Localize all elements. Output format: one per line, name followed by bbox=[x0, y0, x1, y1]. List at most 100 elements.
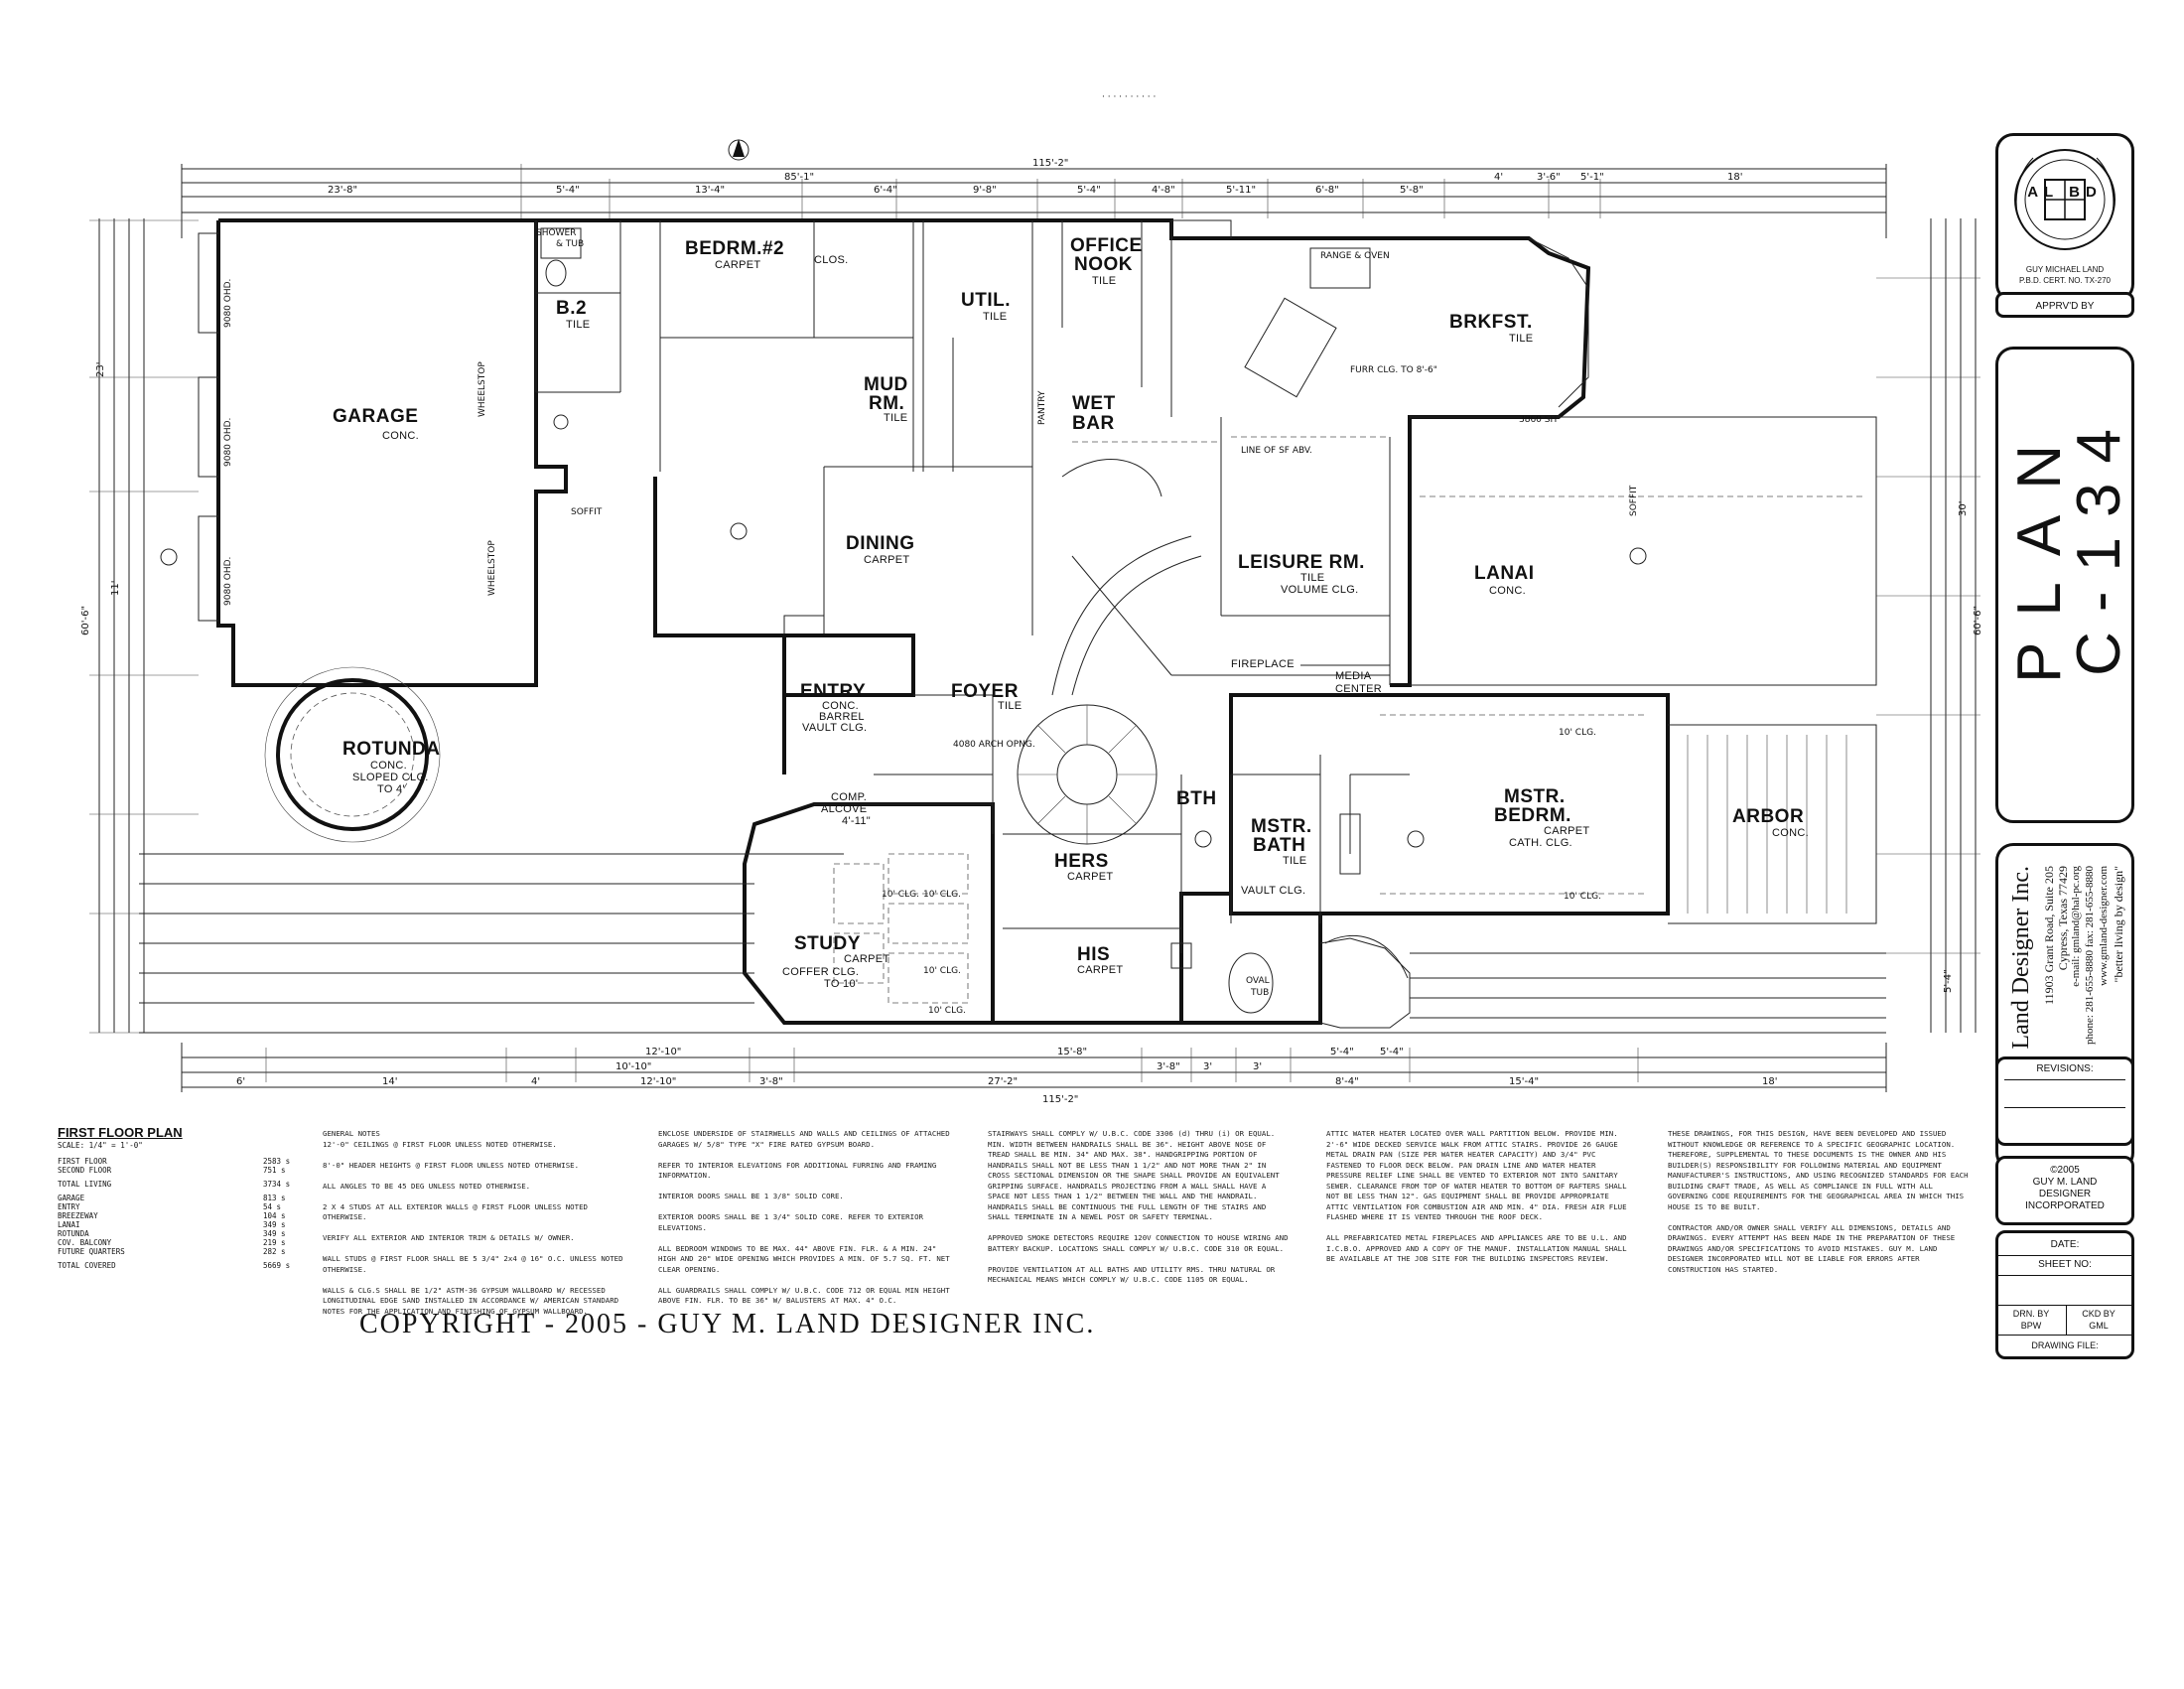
soffit-label: SOFFIT bbox=[1629, 485, 1639, 516]
logo-letters: AL BD bbox=[2027, 184, 2103, 201]
room-entry: ENTRY bbox=[800, 681, 866, 702]
room-study-sub2: COFFER CLG. bbox=[782, 966, 859, 978]
area-label: SECOND FLOOR bbox=[58, 1166, 112, 1175]
area-label: FUTURE QUARTERS bbox=[58, 1247, 125, 1256]
area-value: 219 s bbox=[263, 1238, 286, 1247]
section-marker-icon bbox=[553, 414, 569, 430]
area-value: 104 s bbox=[263, 1211, 286, 1220]
room-hers-sub: CARPET bbox=[1067, 871, 1113, 883]
room-mstr-bath-sub: TILE bbox=[1283, 855, 1306, 867]
area-label: COV. BALCONY bbox=[58, 1238, 112, 1247]
arch-opng-label: 4080 ARCH OPNG. bbox=[953, 740, 1035, 750]
copyright-short-3: DESIGNER bbox=[2038, 1189, 2092, 1199]
clg-label-2: 10' CLG. bbox=[1564, 892, 1601, 902]
dim-label: 5'-4" bbox=[1330, 1047, 1354, 1057]
room-leisure: LEISURE RM. bbox=[1238, 552, 1365, 573]
wheelstop-label: WHEELSTOP bbox=[478, 361, 487, 417]
faded-title: · · · · · · · · · · bbox=[1102, 92, 1156, 102]
room-dining: DINING bbox=[846, 533, 915, 554]
ohd-label-3: 9080 OHD. bbox=[223, 557, 233, 606]
arbor-slats bbox=[1687, 735, 1847, 914]
room-study: STUDY bbox=[794, 933, 861, 954]
dim-label: 5'-11" bbox=[1226, 185, 1256, 196]
room-garage-sub: CONC. bbox=[382, 430, 419, 442]
room-labels: GARAGE CONC. BEDRM.#2 CARPET B.2 TILE SH… bbox=[333, 228, 1809, 998]
dim-label: 15'-4" bbox=[1509, 1076, 1539, 1087]
right-dim-2: 5'-4" bbox=[1943, 969, 1954, 993]
section-marker-icon bbox=[1194, 830, 1212, 848]
room-wetbar-2: BAR bbox=[1072, 413, 1115, 434]
dim-label: 12'-10" bbox=[645, 1047, 681, 1057]
approved-by-box: APPRV'D BY bbox=[1995, 292, 2134, 318]
pantry-label: PANTRY bbox=[1037, 390, 1047, 425]
room-rotunda-sub2: SLOPED CLG. bbox=[352, 772, 429, 783]
clg-label-6: 10' CLG. bbox=[928, 1006, 966, 1016]
exterior-walls bbox=[198, 218, 1877, 1029]
dim-label: 5'-4" bbox=[556, 185, 580, 196]
area-label: ENTRY bbox=[58, 1202, 80, 1211]
room-wetbar: WET bbox=[1072, 393, 1116, 414]
sheet-info-box: DATE: SHEET NO: DRN. BY BPW CKD BY GML D… bbox=[1995, 1230, 2134, 1359]
copyright-box: ©2005 GUY M. LAND DESIGNER INCORPORATED bbox=[1995, 1156, 2134, 1225]
dim-label: 14' bbox=[382, 1076, 397, 1087]
area-value: 751 s bbox=[263, 1166, 286, 1175]
clg-label: 10' CLG. bbox=[1559, 728, 1596, 738]
room-arbor: ARBOR bbox=[1732, 806, 1804, 827]
notes-col-2: ENCLOSE UNDERSIDE OF STAIRWELLS AND WALL… bbox=[658, 1129, 950, 1305]
dim-label: 18' bbox=[1727, 172, 1742, 183]
drn-by-value: BPW bbox=[2020, 1321, 2042, 1331]
bottom-dim-labels: 6' 14' 4' 12'-10" 3'-8" 27'-2" 3'-8" 3' … bbox=[236, 1047, 1777, 1087]
area-label: TOTAL COVERED bbox=[58, 1261, 116, 1270]
range-label: RANGE & OVEN bbox=[1320, 251, 1390, 261]
room-rotunda-sub: CONC. bbox=[370, 760, 407, 772]
seal-box: AL BD GUY MICHAEL LAND P.B.D. CERT. NO. … bbox=[1995, 133, 2134, 302]
dim-label: 4'-8" bbox=[1152, 185, 1175, 196]
overall-dim-top: 115'-2" bbox=[1032, 158, 1068, 169]
clg-label-4: 10' CLG. bbox=[923, 890, 961, 900]
designer-address-1: 11903 Grant Road, Suite 205 bbox=[2042, 866, 2056, 1005]
dim-label: 5'-1" bbox=[1580, 172, 1604, 183]
room-study-sub: CARPET bbox=[844, 953, 889, 965]
area-label: GARAGE bbox=[58, 1194, 85, 1202]
misc-labels: CLOS. WHEELSTOP WHEELSTOP 9080 OHD. 9080… bbox=[223, 251, 1639, 1016]
ohd-label-1: 9080 OHD. bbox=[223, 279, 233, 328]
shower-sub: & TUB bbox=[556, 239, 584, 249]
room-arbor-sub: CONC. bbox=[1772, 827, 1809, 839]
left-dimension-lines bbox=[89, 218, 199, 1034]
room-comp: COMP. bbox=[831, 791, 867, 803]
dim-label: 3'-8" bbox=[1157, 1061, 1180, 1072]
room-mstr-bath-sub2: VAULT CLG. bbox=[1241, 885, 1305, 897]
room-brkfst: BRKFST. bbox=[1449, 312, 1533, 333]
notes-col-5: THESE DRAWINGS, FOR THIS DESIGN, HAVE BE… bbox=[1668, 1129, 1969, 1274]
clos-label: CLOS. bbox=[814, 254, 849, 266]
room-bth: BTH bbox=[1176, 788, 1217, 809]
room-mstr-bath: MSTR. bbox=[1251, 816, 1312, 837]
designer-slogan: "better living by design" bbox=[2112, 866, 2125, 983]
wheelstop-label-2: WHEELSTOP bbox=[487, 540, 497, 596]
date-label: DATE: bbox=[2050, 1239, 2080, 1250]
area-value: 349 s bbox=[263, 1220, 286, 1229]
dim-label: 3'-6" bbox=[1537, 172, 1561, 183]
line-of-sf-label: LINE OF SF ABV. bbox=[1241, 446, 1312, 456]
top-dimension-lines bbox=[181, 164, 1887, 238]
area-value: 349 s bbox=[263, 1229, 286, 1238]
dim-label: 10'-10" bbox=[615, 1061, 651, 1072]
room-office: OFFICE bbox=[1070, 235, 1143, 256]
section-marker-icon bbox=[730, 522, 748, 540]
section-markers bbox=[160, 414, 1647, 848]
soffit-label-2: SOFFIT bbox=[571, 507, 603, 517]
section-marker-icon bbox=[1407, 830, 1425, 848]
room-office-sub: TILE bbox=[1092, 275, 1116, 287]
oval-tub-sub: TUB bbox=[1250, 988, 1269, 998]
ckd-by-value: GML bbox=[2089, 1321, 2109, 1331]
dim-label: 3' bbox=[1203, 1061, 1212, 1072]
room-util-sub: TILE bbox=[983, 311, 1007, 323]
area-label: TOTAL LIVING bbox=[58, 1180, 112, 1189]
designer-email: e-mail: gmland@hal-pc.org bbox=[2070, 866, 2082, 987]
room-leisure-sub2: VOLUME CLG. bbox=[1281, 584, 1359, 596]
clg-label-5: 10' CLG. bbox=[923, 966, 961, 976]
interior-walls bbox=[535, 220, 1410, 953]
room-mstr-bedrm-sub: CARPET bbox=[1544, 825, 1589, 837]
room-mud-2: RM. bbox=[869, 393, 904, 414]
